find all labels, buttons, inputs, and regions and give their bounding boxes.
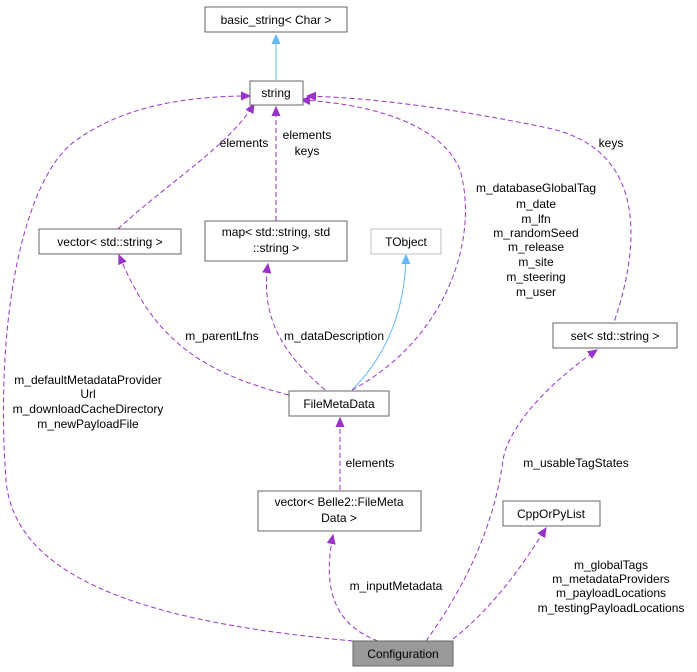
label-line: m_databaseGlobalTag [476, 181, 596, 195]
label-line: elements [220, 136, 269, 150]
node-label: TObject [385, 235, 427, 249]
label-line: m_usableTagStates [523, 456, 628, 470]
label-configuration-strings: m_defaultMetadataProvider Url m_download… [13, 373, 164, 431]
label-inputmetadata: m_inputMetadata [350, 579, 443, 593]
node-label: map< std::string, std [222, 225, 330, 239]
node-configuration[interactable]: Configuration [352, 640, 454, 667]
edge-filemetadata-to-map [267, 264, 326, 391]
label-datadescription: m_dataDescription [284, 329, 384, 343]
node-label: CppOrPyList [517, 507, 586, 521]
node-label: Data > [321, 511, 357, 525]
label-line: m_date [516, 197, 556, 211]
label-line: keys [599, 136, 624, 150]
label-line: m_steering [506, 270, 565, 284]
label-line: m_inputMetadata [350, 579, 443, 593]
label-line: keys [295, 144, 320, 158]
node-label: Configuration [367, 647, 438, 661]
node-filemetadata[interactable]: FileMetaData [288, 390, 390, 417]
node-label: vector< Belle2::FileMeta [274, 495, 403, 509]
node-vector-string[interactable]: vector< std::string > [38, 228, 182, 255]
node-label: FileMetaData [303, 397, 375, 411]
label-line: m_globalTags [574, 558, 648, 572]
label-line: m_newPayloadFile [37, 417, 139, 431]
label-line: m_parentLfns [185, 329, 258, 343]
label-line: m_lfn [521, 212, 550, 226]
label-line: elements [346, 456, 395, 470]
edge-vector-to-string [117, 104, 254, 230]
label-line: elements [283, 128, 332, 142]
label-vector-elements: elements [220, 136, 269, 150]
label-cpporpylist-members: m_globalTags m_metadataProviders m_paylo… [538, 558, 685, 615]
edge-configuration-to-string [2, 96, 354, 642]
label-line: m_site [518, 255, 554, 269]
node-label: string [261, 86, 290, 100]
node-label: ::string > [253, 241, 299, 255]
edge-configuration-to-cpporpylist [452, 528, 546, 640]
edge-configuration-to-vectorfmd [329, 535, 379, 642]
label-line: m_user [516, 285, 556, 299]
label-line: m_downloadCacheDirectory [13, 402, 164, 416]
label-map-elements-keys: elements keys [283, 128, 332, 158]
label-parentlfns: m_parentLfns [185, 329, 258, 343]
label-filemetadata-elements: elements [346, 456, 395, 470]
label-line: m_testingPayloadLocations [538, 601, 685, 615]
label-line: m_randomSeed [493, 226, 578, 240]
label-line: m_defaultMetadataProvider [14, 373, 161, 387]
label-line: m_release [508, 240, 564, 254]
node-map[interactable]: map< std::string, std ::string > [204, 220, 348, 262]
node-set-string[interactable]: set< std::string > [552, 322, 678, 349]
edge-filemetadata-inherits-tobject [351, 255, 406, 391]
label-set-keys: keys [599, 136, 624, 150]
edge-filemetadata-to-vector [119, 255, 290, 396]
label-usabletagstates: m_usableTagStates [523, 456, 628, 470]
node-label: vector< std::string > [57, 235, 162, 249]
node-tobject[interactable]: TObject [370, 228, 442, 255]
label-line: m_dataDescription [284, 329, 384, 343]
label-line: Url [80, 387, 95, 401]
node-label: set< std::string > [571, 329, 660, 343]
node-vector-filemetadata[interactable]: vector< Belle2::FileMeta Data > [257, 490, 422, 532]
edge-configuration-to-set [425, 350, 597, 642]
label-line: m_metadataProviders [552, 572, 669, 586]
label-filemetadata-strings: m_databaseGlobalTag m_date m_lfn m_rando… [476, 181, 596, 299]
edge-filemetadata-to-string [301, 100, 466, 391]
node-string[interactable]: string [249, 80, 304, 106]
edge-set-to-string [307, 96, 632, 329]
node-cpporpylist[interactable]: CppOrPyList [502, 500, 601, 527]
label-line: m_payloadLocations [556, 586, 666, 600]
node-label: basic_string< Char > [221, 13, 332, 27]
node-basic-string[interactable]: basic_string< Char > [204, 6, 348, 33]
